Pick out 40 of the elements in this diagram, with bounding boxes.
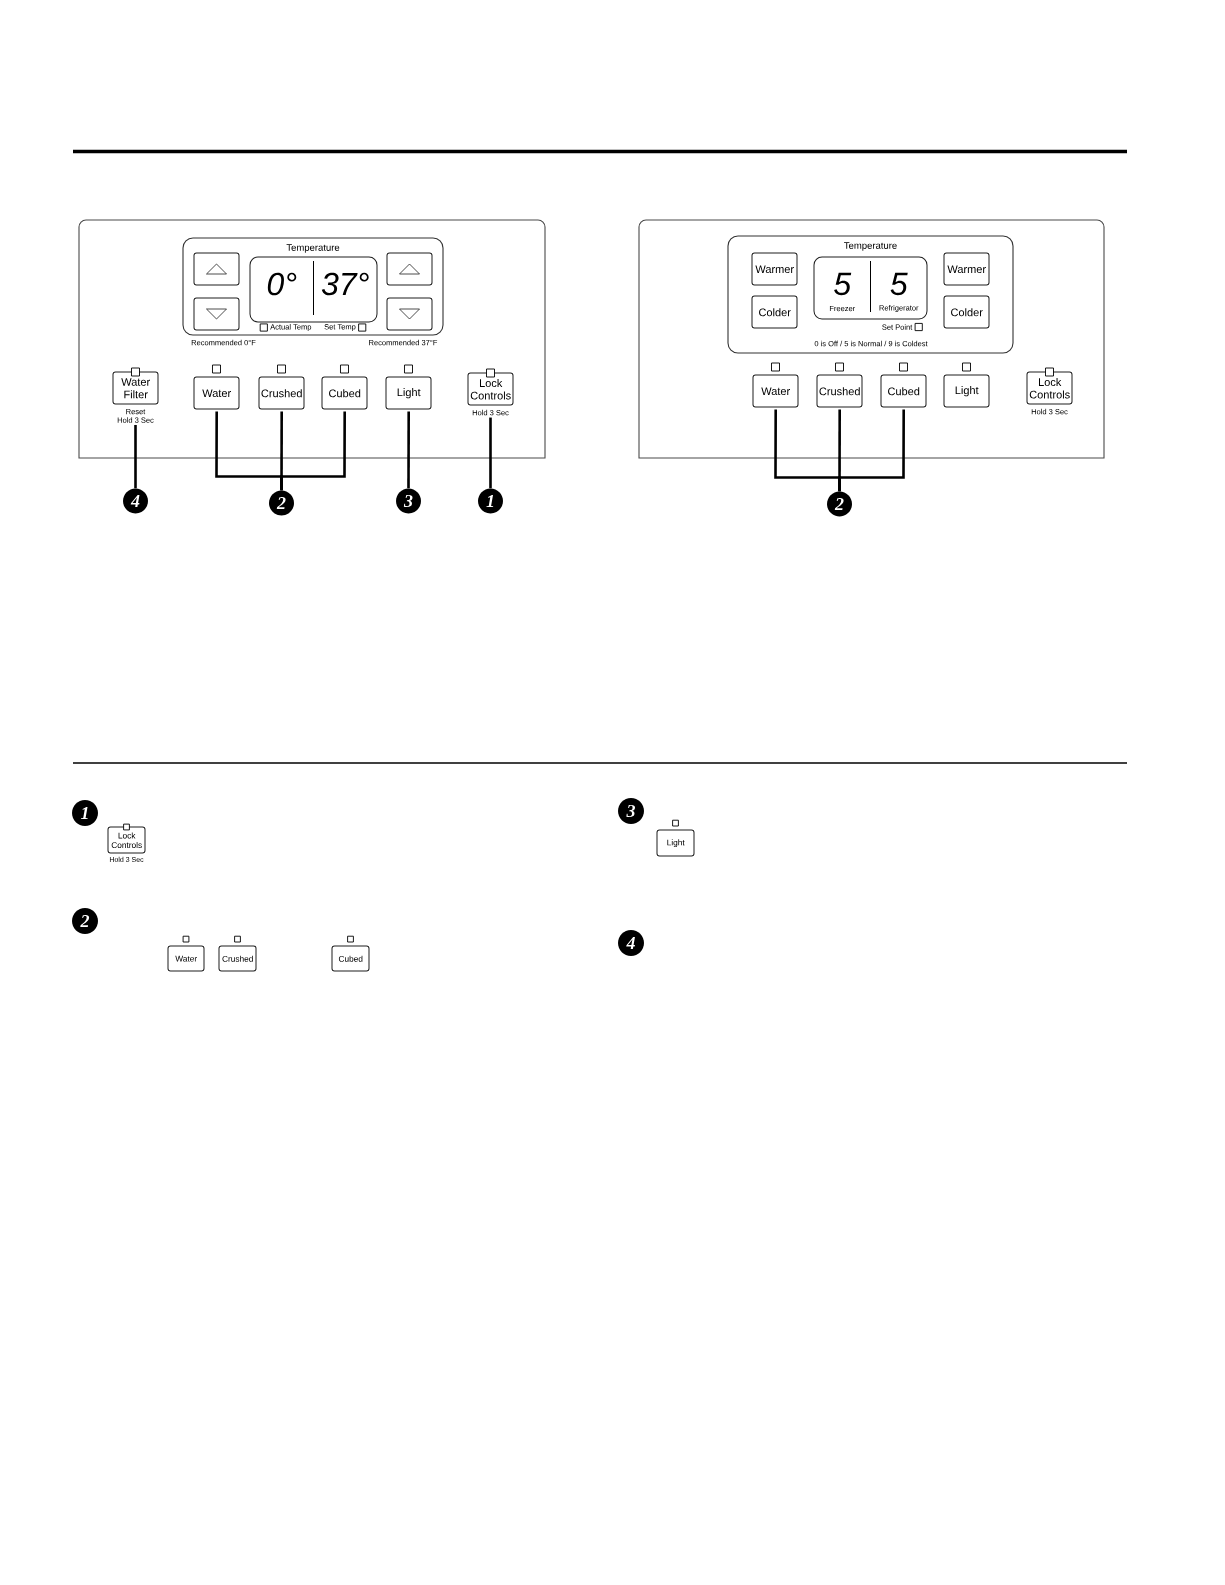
control-button: Water [167,945,205,972]
control-button: Cubed [880,374,927,408]
control-button: Lock Controls [107,826,146,854]
control-panel [638,219,1105,459]
display-digits: 37° [321,272,369,296]
control-panel [78,219,546,459]
control-button: Crushed [258,376,305,410]
control-button: Cubed [321,376,368,410]
callout-number: 4 [123,488,148,514]
control-button: Crushed [218,945,257,972]
control-button: Lock Controls [467,372,514,406]
leader-line [280,411,346,491]
callout-number: 1 [72,800,98,826]
display-digits: 0° [267,272,297,296]
control-button: Water Filter [112,371,159,405]
callout-number: 2 [827,491,852,517]
control-button: Warmer [943,252,990,286]
control-button: Crushed [816,374,863,408]
display-digits: 5 [834,272,852,296]
control-button: Light [943,374,990,408]
leader-line [838,409,905,492]
control-button: Colder [751,295,798,329]
leader-line [407,411,410,489]
callout-number: 3 [396,488,421,514]
control-button: Water [752,374,799,408]
callout-number: 4 [618,930,644,956]
callout-number: 1 [478,488,503,514]
control-button: Light [385,376,432,410]
leader-line [134,424,137,489]
display-digits: 5 [890,272,908,296]
control-button: Warmer [751,252,798,286]
callout-number: 3 [618,798,644,824]
control-button: Colder [943,295,990,329]
callout-number: 2 [72,908,98,934]
control-button: Cubed [331,945,370,972]
leader-line [489,417,492,489]
control-button: Lock Controls [1026,371,1073,405]
callout-number: 2 [269,490,294,516]
control-button: Water [193,376,240,410]
control-button: Light [656,829,695,857]
